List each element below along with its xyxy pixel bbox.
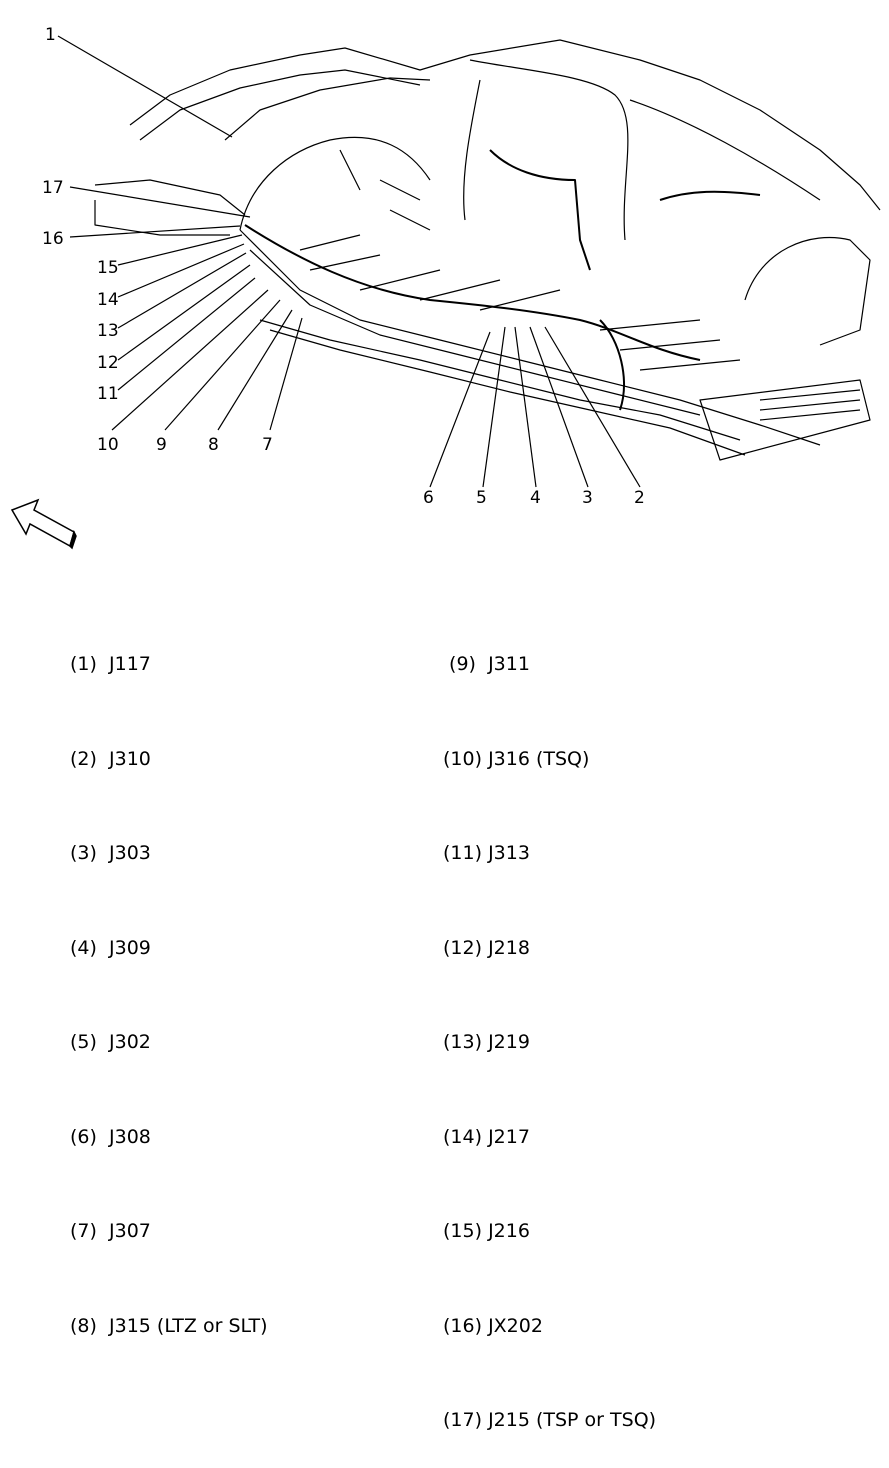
callout-13: 13 <box>97 321 119 341</box>
legend-item: (13) J219 <box>443 1031 530 1053</box>
callout-9: 9 <box>156 435 167 455</box>
legend-item: (12) J218 <box>443 936 530 959</box>
callout-8: 8 <box>208 435 219 455</box>
callout-16: 16 <box>42 229 64 249</box>
callout-14: 14 <box>97 290 119 310</box>
callout-12: 12 <box>97 353 119 373</box>
legend-item: (9) J311 <box>449 653 530 675</box>
legend-item: (6) J308 <box>70 1125 151 1148</box>
legend-left-column: (1) J117 (2) J310 (3) J303 (4) J309 (5) … <box>70 586 268 1374</box>
callout-6: 6 <box>423 488 434 508</box>
leader-lines <box>57 35 641 488</box>
callout-17: 17 <box>42 178 64 198</box>
legend-item: (15) J216 <box>443 1220 530 1242</box>
legend-item: (16) JX202 <box>443 1314 543 1337</box>
legend-item: (2) J310 <box>70 747 151 770</box>
callout-7: 7 <box>262 435 273 455</box>
callout-1: 1 <box>45 25 56 45</box>
vehicle-body-diagram: 1 2 3 4 5 6 7 8 9 10 11 12 13 14 15 16 1… <box>10 25 881 550</box>
legend-right-column: (9) J311 (10) J316 (TSQ) (11) J313 (12) … <box>443 586 656 1468</box>
legend-item: (5) J302 <box>70 1031 151 1053</box>
legend-item: (7) J307 <box>70 1220 151 1242</box>
legend-item: (8) J315 (LTZ or SLT) <box>70 1314 268 1337</box>
legend-item: (4) J309 <box>70 936 151 959</box>
legend-item: (14) J217 <box>443 1125 530 1148</box>
callout-10: 10 <box>97 435 119 455</box>
callout-11: 11 <box>97 384 119 404</box>
legend-item: (17) J215 (TSP or TSQ) <box>443 1409 657 1431</box>
legend-item: (1) J117 <box>70 653 151 675</box>
legend-item: (10) J316 (TSQ) <box>443 747 590 770</box>
callout-15: 15 <box>97 258 119 278</box>
vehicle-body-outline <box>94 39 881 461</box>
front-direction-arrow-icon <box>10 498 77 550</box>
callout-labels: 1 2 3 4 5 6 7 8 9 10 11 12 13 14 15 16 1… <box>42 25 645 508</box>
callout-5: 5 <box>476 488 487 508</box>
callout-2: 2 <box>634 488 645 508</box>
legend-item: (11) J313 <box>443 842 530 864</box>
legend-item: (3) J303 <box>70 842 151 864</box>
callout-3: 3 <box>582 488 593 508</box>
callout-4: 4 <box>530 488 541 508</box>
